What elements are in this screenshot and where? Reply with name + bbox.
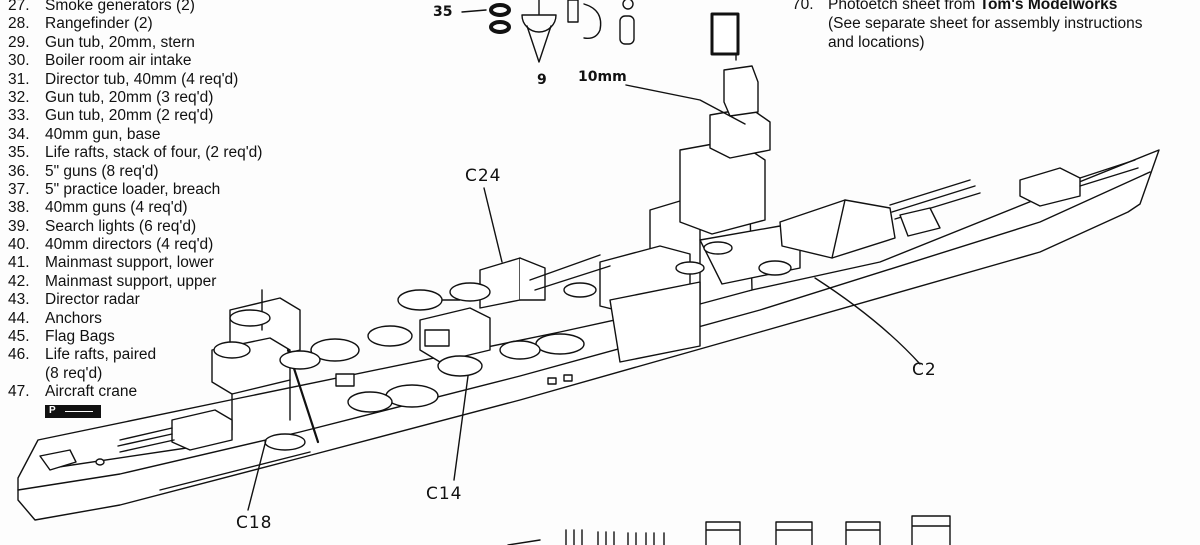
part-label: Director radar (45, 291, 140, 309)
part-number: 28. (8, 15, 30, 33)
parts-list-item: 36. 5" guns (8 req'd) (8, 163, 262, 181)
part-number: 45. (8, 328, 30, 346)
part-number: 43. (8, 291, 30, 309)
part-number: 32. (8, 88, 30, 106)
aft-turret (39, 409, 233, 471)
hull-lines (17, 171, 1151, 491)
note-line-2: (See separate sheet for assembly instruc… (828, 15, 1143, 32)
part-label: Gun tub, 20mm (2 req'd) (45, 107, 214, 125)
parts-list-item: 32. Gun tub, 20mm (3 req'd) (8, 89, 262, 107)
parts-list-item: 37. 5" practice loader, breach (8, 181, 262, 199)
part-label: 40mm gun, base (45, 125, 161, 143)
note-number: 70. (792, 0, 814, 13)
callout-part-35: 35 (433, 4, 453, 20)
parts-list-item: 33. Gun tub, 20mm (2 req'd) (8, 107, 262, 125)
part-number: 37. (8, 180, 30, 198)
part-label: Boiler room air intake (45, 52, 192, 70)
part-label: Life rafts, paired (45, 346, 157, 364)
parts-list: 27. Smoke generators (2) 28. Rangefinder (… (8, 0, 262, 402)
parts-list-item: 42. Mainmast support, upper (8, 273, 262, 291)
parts-list-item: 47. Aircraft crane (8, 383, 262, 401)
part-label: Director tub, 40mm (4 req'd) (45, 70, 239, 88)
parts-list-item: 29. Gun tub, 20mm, stern (8, 34, 262, 52)
part-number: 35. (8, 144, 30, 162)
callout-part-9: 9 (537, 72, 547, 88)
parts-list-item: 46. Life rafts, paired (8, 346, 262, 364)
parts-list-item: 38. 40mm guns (4 req'd) (8, 199, 262, 217)
parts-list-item: 34. 40mm gun, base (8, 126, 262, 144)
midships-structure (335, 245, 701, 387)
parts-list-item: 27. Smoke generators (2) (8, 0, 262, 15)
part-label: Smoke generators (2) (45, 0, 195, 14)
callout-c18: C18 (236, 513, 273, 533)
hull-outline (17, 149, 1160, 521)
part-number: 31. (8, 70, 30, 88)
photoetch-icon-letter: P (49, 405, 56, 416)
part-number: 36. (8, 162, 30, 180)
parts-list-item: 41. Mainmast support, lower (8, 254, 262, 272)
callout-c2: C2 (912, 360, 937, 380)
bottom-parts-strip (507, 515, 951, 545)
part-label: Gun tub, 20mm (3 req'd) (45, 88, 214, 106)
part-label: Rangefinder (2) (45, 15, 153, 33)
photoetch-icon: P (45, 405, 101, 418)
note-text: Photoetch sheet from (828, 0, 980, 13)
parts-list-item: 43. Director radar (8, 291, 262, 309)
part-number: 40. (8, 236, 30, 254)
part-number: 27. (8, 0, 30, 14)
part-label: 5" guns (8 req'd) (45, 162, 159, 180)
part-number: 41. (8, 254, 30, 272)
part-label: 40mm directors (4 req'd) (45, 236, 214, 254)
part-number: 30. (8, 52, 30, 70)
part-number: 29. (8, 33, 30, 51)
part-label: Aircraft crane (45, 383, 138, 401)
part-label: 40mm guns (4 req'd) (45, 199, 188, 217)
photoetch-note: 70. Photoetch sheet from Tom's Modelworks… (792, 0, 1142, 52)
part-label: Gun tub, 20mm, stern (45, 33, 195, 51)
note-line-3: and locations) (828, 34, 925, 51)
parts-list-item: 35. Life rafts, stack of four, (2 req'd) (8, 144, 262, 162)
part-number: 46. (8, 346, 30, 364)
parts-list-item: 45. Flag Bags (8, 328, 262, 346)
callout-c24: C24 (465, 166, 502, 186)
part-number: 44. (8, 309, 30, 327)
note-brand: Tom's Modelworks (979, 0, 1118, 13)
part-number: 42. (8, 272, 30, 290)
double-arrow-icon (65, 411, 93, 412)
part-number: 34. (8, 125, 30, 143)
callout-leaders (247, 84, 921, 511)
part-label: Mainmast support, upper (45, 272, 217, 290)
part-number: 33. (8, 107, 30, 125)
parts-list-item: 28. Rangefinder (2) (8, 15, 262, 33)
part-label: Life rafts, stack of four, (2 req'd) (45, 144, 263, 162)
parts-list-item: 30. Boiler room air intake (8, 52, 262, 70)
gun-tubs (213, 261, 705, 451)
part-number: 38. (8, 199, 30, 217)
callout-10mm: 10mm (578, 69, 627, 85)
parts-list-item: 39. Search lights (6 req'd) (8, 218, 262, 236)
small-parts-group (461, 0, 635, 63)
parts-list-item: 40. 40mm directors (4 req'd) (8, 236, 262, 254)
parts-list-continuation: (8 req'd) (45, 364, 103, 382)
forward-turrets (779, 159, 1139, 259)
part-number: 47. (8, 383, 30, 401)
parts-list-item: 31. Director tub, 40mm (4 req'd) (8, 71, 262, 89)
parts-list-item: 44. Anchors (8, 310, 262, 328)
part-number: 39. (8, 217, 30, 235)
part-label: Mainmast support, lower (45, 254, 214, 272)
part-label: Flag Bags (45, 328, 115, 346)
callout-c14: C14 (426, 484, 463, 504)
part-label: Search lights (6 req'd) (45, 217, 197, 235)
part-label: 5" practice loader, breach (45, 180, 221, 198)
part-label: Anchors (45, 309, 102, 327)
